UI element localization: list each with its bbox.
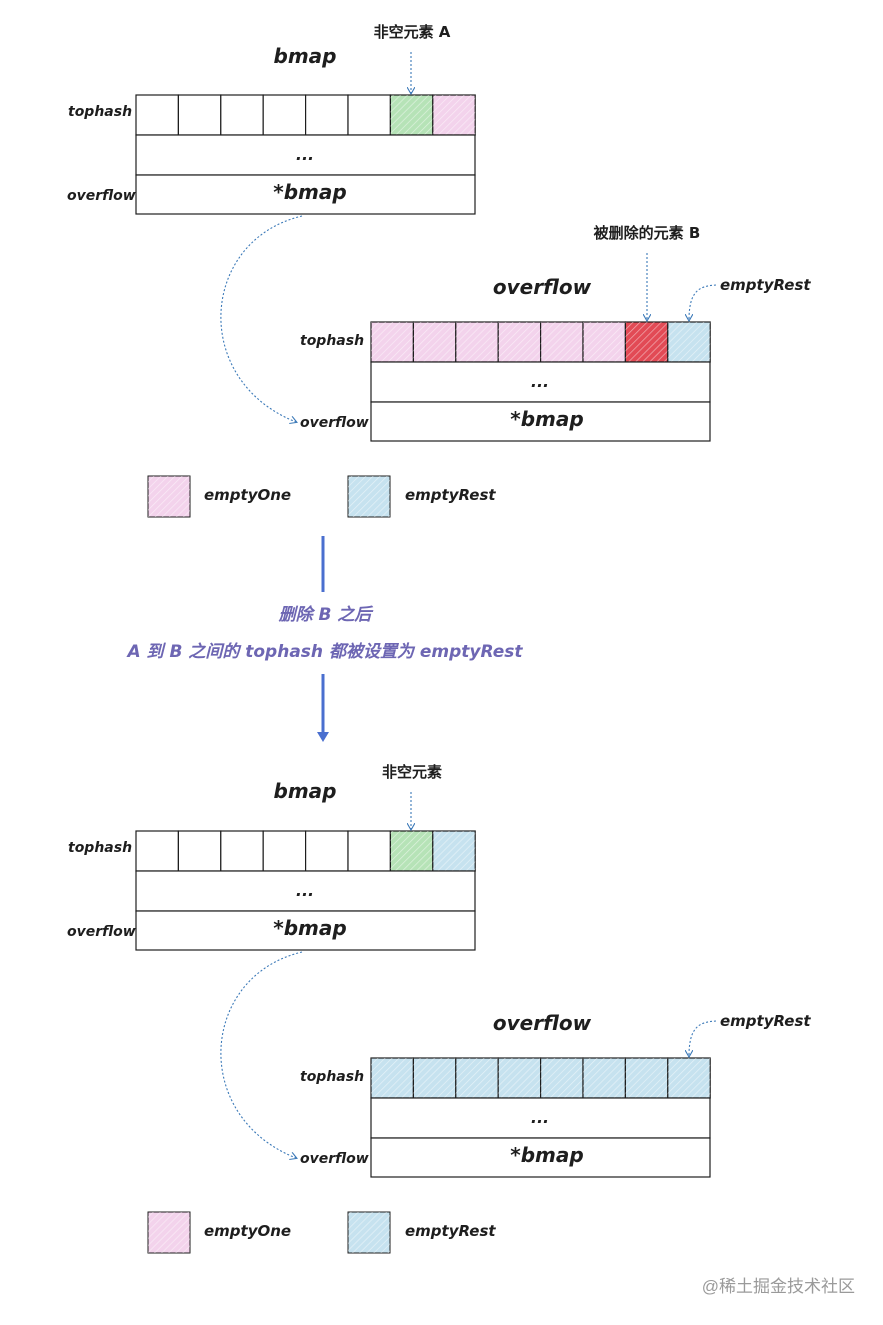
- cell-hatch: [625, 1058, 668, 1098]
- tophash-cell-empty: [135, 830, 180, 872]
- ellipsis-text: ...: [531, 1108, 549, 1127]
- overflow-pointer-box: [370, 401, 711, 442]
- empty-one-legend-label: emptyOne: [204, 486, 291, 504]
- tophash-label: tophash: [68, 840, 132, 856]
- transition-caption-line1: 删除 B 之后: [278, 605, 375, 625]
- overflow-link-arrow: [220, 951, 303, 1158]
- tophash-cell-empty: [347, 94, 392, 136]
- keys-values-box: [135, 134, 476, 176]
- tophash-cell-empty: [305, 830, 349, 872]
- keys-values-box: [135, 870, 476, 912]
- empty-rest-callout: emptyRest: [720, 1012, 811, 1030]
- overflow-pointer-box: [370, 1137, 711, 1178]
- cell-hatch: [371, 322, 414, 362]
- bottom-overflow-bucket: overflow tophash overflow ... *bmap empt…: [300, 1011, 811, 1178]
- tophash-row: [370, 1057, 711, 1099]
- cell-hatch: [540, 1058, 583, 1098]
- watermark: @稀土掘金技术社区: [702, 1277, 855, 1296]
- overflow-pointer-text: *bmap: [510, 407, 583, 431]
- swatch-hatch: [348, 476, 390, 517]
- swatch-hatch: [148, 1212, 190, 1253]
- overflow-pointer-text: *bmap: [510, 1143, 583, 1167]
- transition-caption-line2: A 到 B 之间的 tophash 都被设置为 emptyRest: [125, 642, 523, 662]
- overflow-title: overflow: [493, 275, 592, 299]
- tophash-row: [135, 830, 476, 872]
- bottom-section: bmap tophash overflow ... *bmap 非空元素 ove…: [67, 763, 811, 1254]
- cell-hatch: [667, 322, 711, 362]
- cell-hatch: [455, 322, 499, 362]
- overflow-label: overflow: [67, 188, 136, 204]
- overflow-label: overflow: [300, 415, 369, 431]
- cell-hatch: [540, 322, 583, 362]
- bottom-bmap-bucket: bmap tophash overflow ... *bmap 非空元素: [67, 763, 476, 951]
- tophash-cell-empty: [347, 830, 392, 872]
- top-bmap-bucket: bmap tophash overflow ... *bmap 非空元素 A: [67, 23, 476, 215]
- overflow-pointer-box: [135, 174, 476, 215]
- cell-hatch: [583, 322, 626, 362]
- transition: 删除 B 之后 A 到 B 之间的 tophash 都被设置为 emptyRes…: [125, 536, 523, 742]
- top-overflow-bucket: overflow tophash overflow ... *bmap 被删除的…: [300, 224, 811, 442]
- cell-hatch: [455, 1058, 499, 1098]
- top-section: bmap tophash overflow ... *bmap 非空元素 A o…: [67, 23, 811, 518]
- overflow-pointer-text: *bmap: [273, 916, 346, 940]
- tophash-cell-empty: [220, 830, 264, 872]
- nonempty-callout: 非空元素: [382, 763, 442, 781]
- empty-rest-legend-label: emptyRest: [405, 1222, 496, 1240]
- empty-one-legend-label: emptyOne: [204, 1222, 291, 1240]
- tophash-label: tophash: [300, 1069, 364, 1085]
- tophash-cell-empty: [305, 94, 349, 136]
- overflow-pointer-text: *bmap: [273, 180, 346, 204]
- empty-rest-arrow: [689, 284, 717, 320]
- tophash-cell-empty: [220, 94, 264, 136]
- swatch-hatch: [348, 1212, 390, 1253]
- top-legend: emptyOne emptyRest: [147, 475, 496, 518]
- tophash-label: tophash: [68, 104, 132, 120]
- overflow-pointer-box: [135, 910, 476, 951]
- empty-rest-legend-label: emptyRest: [405, 486, 496, 504]
- cell-hatch: [625, 322, 668, 362]
- tophash-row: [135, 94, 476, 136]
- cell-hatch: [390, 831, 433, 871]
- cell-hatch: [413, 1058, 456, 1098]
- tophash-label: tophash: [300, 333, 364, 349]
- tophash-cell-empty: [177, 94, 222, 136]
- cell-hatch: [390, 95, 433, 135]
- tophash-row: [370, 321, 711, 363]
- cell-hatch: [432, 95, 476, 135]
- swatch-hatch: [148, 476, 190, 517]
- bmap-title: bmap: [274, 44, 337, 68]
- tophash-cell-empty: [262, 830, 307, 872]
- cell-hatch: [371, 1058, 414, 1098]
- ellipsis-text: ...: [531, 372, 549, 391]
- keys-values-box: [370, 1097, 711, 1139]
- nonempty-a-callout: 非空元素 A: [374, 23, 451, 41]
- keys-values-box: [370, 361, 711, 403]
- tophash-cell-empty: [262, 94, 307, 136]
- tophash-cell-empty: [177, 830, 222, 872]
- cell-hatch: [583, 1058, 626, 1098]
- tophash-cell-empty: [135, 94, 180, 136]
- overflow-label: overflow: [67, 924, 136, 940]
- overflow-title: overflow: [493, 1011, 592, 1035]
- bmap-title: bmap: [274, 779, 337, 803]
- overflow-link-arrow: [220, 215, 303, 422]
- cell-hatch: [667, 1058, 711, 1098]
- ellipsis-text: ...: [296, 881, 314, 900]
- cell-hatch: [498, 322, 541, 362]
- empty-rest-callout: emptyRest: [720, 276, 811, 294]
- deleted-b-callout: 被删除的元素 B: [594, 224, 701, 242]
- cell-hatch: [432, 831, 476, 871]
- bottom-legend: emptyOne emptyRest: [147, 1211, 496, 1254]
- ellipsis-text: ...: [296, 145, 314, 164]
- overflow-label: overflow: [300, 1151, 369, 1167]
- empty-rest-arrow: [689, 1020, 717, 1056]
- cell-hatch: [498, 1058, 541, 1098]
- cell-hatch: [413, 322, 456, 362]
